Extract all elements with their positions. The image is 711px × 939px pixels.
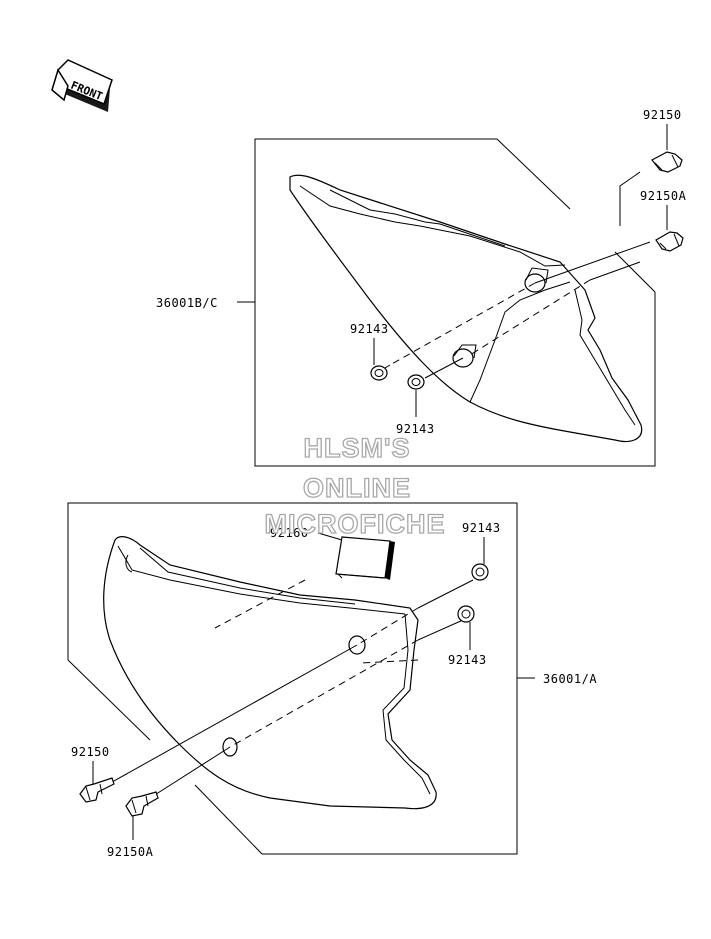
watermark-line-1: HLSM'S bbox=[304, 433, 411, 463]
label-92150a-upper: 92150A bbox=[640, 189, 687, 203]
label-36001a: 36001/A bbox=[543, 672, 597, 686]
bolt-icon bbox=[651, 151, 683, 173]
upper-assembly: 92150 92150A 36001B/C 92143 92143 bbox=[156, 108, 687, 467]
label-92160: 92160 bbox=[270, 526, 309, 540]
label-92143-lower-top: 92143 bbox=[462, 521, 501, 535]
pad-92160 bbox=[335, 536, 395, 580]
label-92150a-lower: 92150A bbox=[107, 845, 154, 859]
upper-frame bbox=[254, 138, 656, 467]
label-92143-upper-left: 92143 bbox=[350, 322, 389, 336]
washer-icon bbox=[370, 365, 388, 381]
bolt-icon bbox=[655, 231, 684, 252]
lower-assembly: 92160 92143 92143 36001/A 92150 92150A bbox=[67, 502, 597, 859]
label-92150-upper: 92150 bbox=[643, 108, 682, 122]
upper-side-cover bbox=[289, 174, 643, 443]
front-arrow-icon: FRONT bbox=[51, 59, 113, 112]
bolt-icon bbox=[79, 777, 115, 803]
label-36001bc: 36001B/C bbox=[156, 296, 218, 310]
watermark: HLSM'S ONLINE MICROFICHE bbox=[264, 432, 446, 539]
label-92150-lower: 92150 bbox=[71, 745, 110, 759]
washer-icon bbox=[471, 563, 489, 581]
watermark-line-2: ONLINE bbox=[303, 473, 411, 503]
bolt-icon bbox=[125, 791, 159, 817]
washer-icon bbox=[457, 605, 475, 623]
lower-frame bbox=[67, 502, 518, 855]
washer-icon bbox=[407, 374, 425, 390]
label-92143-upper-right: 92143 bbox=[396, 422, 435, 436]
label-92143-lower-bottom: 92143 bbox=[448, 653, 487, 667]
watermark-line-3: MICROFICHE bbox=[265, 509, 446, 539]
